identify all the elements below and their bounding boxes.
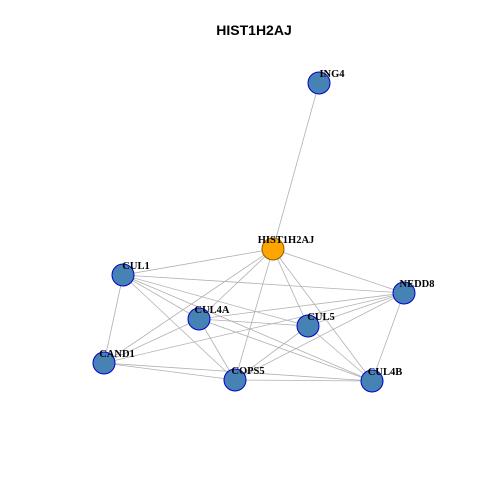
edge-cul4a-cul5 — [198, 318, 309, 327]
node-layer — [92, 71, 416, 393]
node-label-cand1: CAND1 — [99, 349, 135, 360]
node-label-hist1h2aj: HIST1H2AJ — [258, 235, 315, 246]
node-label-cul5: CUL5 — [307, 312, 334, 323]
node-cul1[interactable] — [111, 263, 135, 287]
edge-hist1h2aj-ing4 — [272, 82, 320, 250]
edge-cand1-cops5 — [103, 362, 236, 381]
edge-cul1-cops5 — [122, 274, 236, 381]
edge-hist1h2aj-nedd8 — [272, 248, 405, 294]
node-hist1h2aj[interactable] — [261, 237, 285, 261]
edge-hist1h2aj-cul1 — [122, 248, 274, 276]
node-label-nedd8: NEDD8 — [399, 279, 434, 290]
node-cul5[interactable] — [296, 314, 320, 338]
edge-hist1h2aj-cul4b — [272, 248, 373, 382]
node-label-cul4a: CUL4A — [194, 305, 229, 316]
edge-hist1h2aj-cops5 — [234, 248, 274, 381]
edge-cul5-cul4b — [307, 325, 373, 382]
node-cul4a[interactable] — [187, 307, 211, 331]
node-label-cops5: COPS5 — [231, 366, 264, 377]
edge-cul1-nedd8 — [122, 274, 405, 294]
edge-cul4a-cops5 — [198, 318, 236, 381]
edge-nedd8-cul4b — [371, 292, 405, 382]
edge-layer — [103, 82, 405, 382]
edge-cul1-cul4b — [122, 274, 373, 382]
edge-nedd8-cul5 — [307, 292, 405, 327]
edge-cul5-cops5 — [234, 325, 309, 381]
edge-cul1-cul5 — [122, 274, 309, 327]
node-cand1[interactable] — [92, 351, 116, 375]
node-label-ing4: ING4 — [319, 69, 345, 80]
edge-nedd8-cops5 — [234, 292, 405, 381]
node-cops5[interactable] — [223, 368, 247, 392]
edge-hist1h2aj-cul5 — [272, 248, 309, 327]
node-label-cul4b: CUL4B — [368, 367, 402, 378]
edge-cops5-cul4b — [234, 379, 373, 382]
edge-cul4a-cand1 — [103, 318, 200, 364]
edge-cul1-cand1 — [103, 274, 124, 364]
node-ing4[interactable] — [307, 71, 331, 95]
edge-nedd8-cand1 — [103, 292, 405, 364]
node-cul4b[interactable] — [360, 369, 384, 393]
edge-hist1h2aj-cul4a — [198, 248, 274, 320]
edge-hist1h2aj-cand1 — [103, 248, 274, 364]
node-label-cul1: CUL1 — [122, 261, 149, 272]
edge-cul4a-cul4b — [198, 318, 373, 382]
edge-cul1-cul4a — [122, 274, 200, 320]
node-nedd8[interactable] — [392, 281, 416, 305]
edge-nedd8-cul4a — [198, 292, 405, 320]
graph-title: HIST1H2AJ — [216, 22, 291, 38]
